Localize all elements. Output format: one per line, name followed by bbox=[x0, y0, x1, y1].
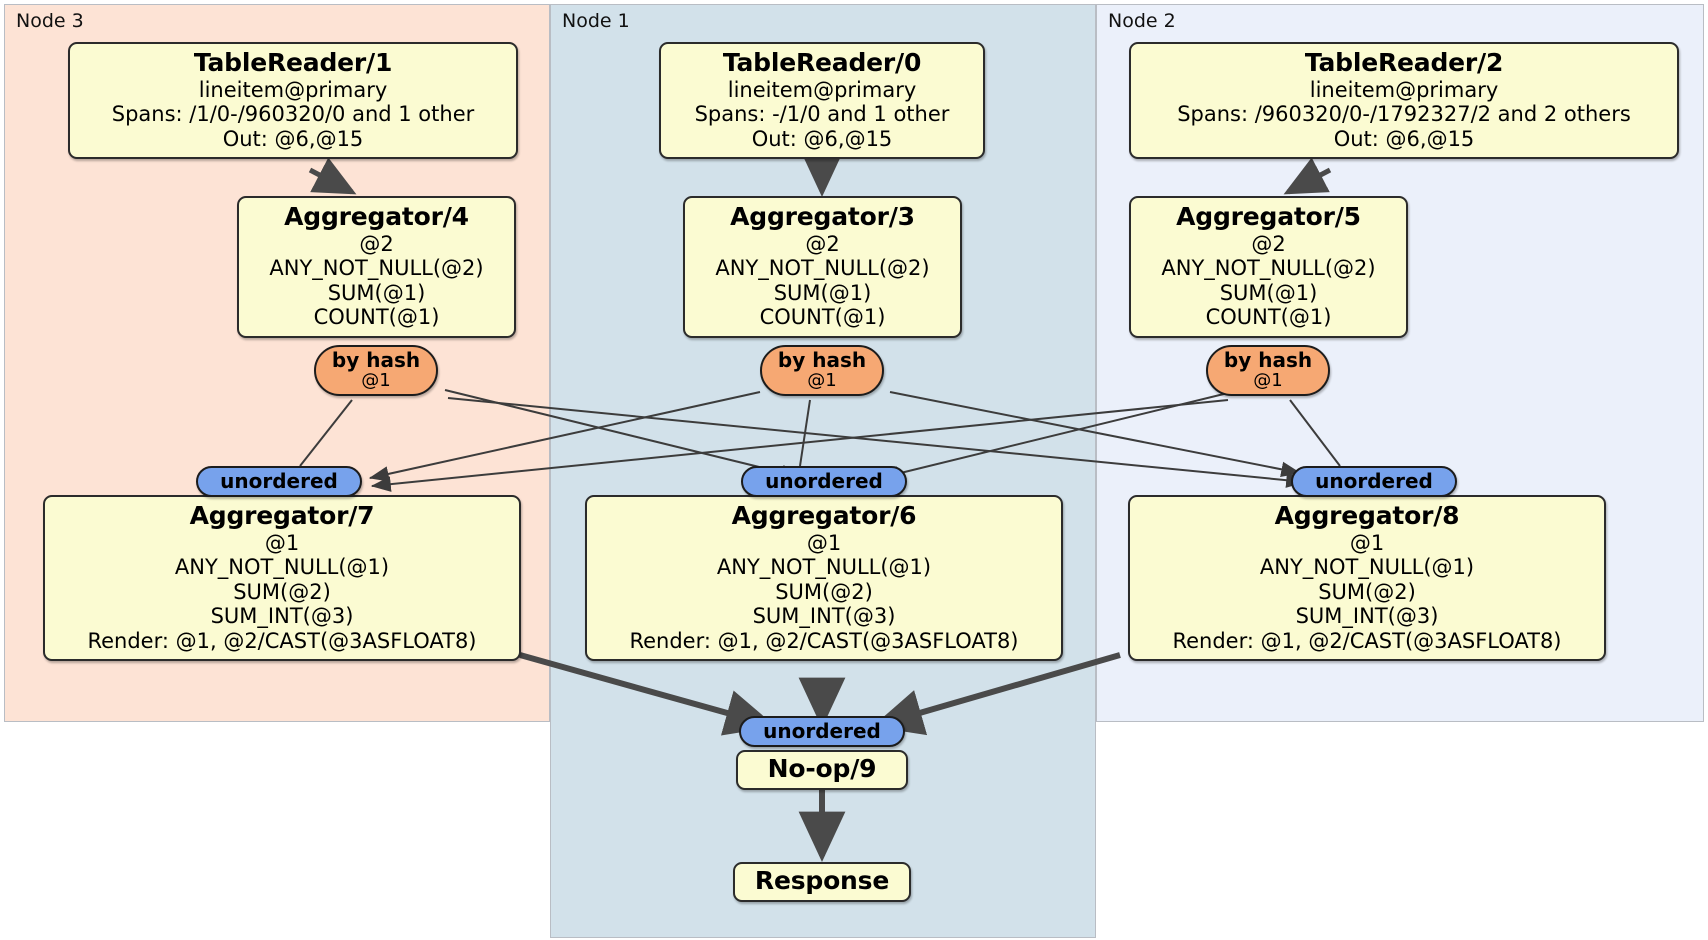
synchronizer-unordered-right[interactable]: unordered bbox=[1291, 466, 1457, 498]
processor-line: @1 bbox=[1349, 530, 1385, 555]
processor-aggregator-7[interactable]: Aggregator/7 @1 ANY_NOT_NULL(@1) SUM(@2)… bbox=[43, 495, 521, 662]
processor-line: Out: @6,@15 bbox=[222, 126, 364, 151]
router-title: by hash bbox=[777, 348, 867, 372]
processor-title: No-op/9 bbox=[767, 754, 877, 783]
processor-line: Render: @1, @2/CAST(@3ASFLOAT8) bbox=[1172, 628, 1562, 653]
processor-aggregator-6[interactable]: Aggregator/6 @1 ANY_NOT_NULL(@1) SUM(@2)… bbox=[585, 495, 1063, 662]
processor-line: COUNT(@1) bbox=[313, 305, 440, 330]
processor-line: @2 bbox=[359, 231, 394, 256]
processor-line: ANY_NOT_NULL(@1) bbox=[1259, 555, 1475, 580]
processor-line: SUM_INT(@3) bbox=[210, 604, 354, 629]
processor-tablereader-2[interactable]: TableReader/2 lineitem@primary Spans: /9… bbox=[1129, 42, 1679, 160]
processor-line: Render: @1, @2/CAST(@3ASFLOAT8) bbox=[629, 628, 1019, 653]
processor-title: Aggregator/8 bbox=[1274, 501, 1460, 530]
synchronizer-title: unordered bbox=[1315, 469, 1433, 493]
processor-line: lineitem@primary bbox=[198, 77, 388, 102]
processor-line: SUM(@2) bbox=[775, 579, 873, 604]
processor-line: lineitem@primary bbox=[727, 77, 917, 102]
processor-tablereader-1[interactable]: TableReader/1 lineitem@primary Spans: /1… bbox=[68, 42, 518, 160]
processor-title: TableReader/1 bbox=[193, 48, 393, 77]
node-label-node2: Node 2 bbox=[1108, 10, 1176, 32]
processor-noop-9[interactable]: No-op/9 bbox=[736, 750, 908, 790]
processor-line: Spans: /960320/0-/1792327/2 and 2 others bbox=[1177, 102, 1631, 127]
processor-line: COUNT(@1) bbox=[1205, 305, 1332, 330]
synchronizer-unordered-final[interactable]: unordered bbox=[739, 716, 905, 748]
processor-line: Spans: /1/0-/960320/0 and 1 other bbox=[111, 102, 475, 127]
processor-line: SUM(@1) bbox=[1219, 280, 1318, 305]
processor-line: SUM_INT(@3) bbox=[1295, 604, 1439, 629]
processor-aggregator-3[interactable]: Aggregator/3 @2 ANY_NOT_NULL(@2) SUM(@1)… bbox=[683, 196, 962, 338]
processor-title: Aggregator/7 bbox=[189, 501, 375, 530]
router-by-hash-center[interactable]: by hash @1 bbox=[760, 345, 884, 397]
synchronizer-title: unordered bbox=[220, 469, 338, 493]
processor-line: SUM(@2) bbox=[233, 579, 331, 604]
processor-tablereader-0[interactable]: TableReader/0 lineitem@primary Spans: -/… bbox=[659, 42, 985, 160]
router-title: by hash bbox=[1223, 348, 1313, 372]
processor-line: SUM(@1) bbox=[327, 280, 426, 305]
processor-line: @2 bbox=[805, 231, 840, 256]
processor-line: Spans: -/1/0 and 1 other bbox=[694, 102, 950, 127]
router-subtitle: @1 bbox=[361, 370, 391, 392]
processor-line: ANY_NOT_NULL(@1) bbox=[174, 555, 390, 580]
processor-title: TableReader/2 bbox=[1304, 48, 1504, 77]
synchronizer-title: unordered bbox=[765, 469, 883, 493]
processor-line: SUM_INT(@3) bbox=[752, 604, 896, 629]
processor-line: ANY_NOT_NULL(@2) bbox=[269, 256, 484, 281]
router-by-hash-left[interactable]: by hash @1 bbox=[314, 345, 438, 397]
synchronizer-unordered-left[interactable]: unordered bbox=[196, 466, 362, 498]
processor-aggregator-5[interactable]: Aggregator/5 @2 ANY_NOT_NULL(@2) SUM(@1)… bbox=[1129, 196, 1408, 338]
processor-aggregator-4[interactable]: Aggregator/4 @2 ANY_NOT_NULL(@2) SUM(@1)… bbox=[237, 196, 516, 338]
processor-title: Aggregator/6 bbox=[731, 501, 917, 530]
processor-title: Response bbox=[754, 866, 890, 895]
processor-line: SUM(@2) bbox=[1318, 579, 1416, 604]
processor-line: Out: @6,@15 bbox=[1333, 126, 1475, 151]
router-title: by hash bbox=[331, 348, 421, 372]
processor-line: SUM(@1) bbox=[773, 280, 872, 305]
processor-line: ANY_NOT_NULL(@2) bbox=[1161, 256, 1376, 281]
node-label-node1: Node 1 bbox=[562, 10, 630, 32]
processor-line: @2 bbox=[1251, 231, 1286, 256]
processor-line: ANY_NOT_NULL(@2) bbox=[715, 256, 930, 281]
processor-line: Render: @1, @2/CAST(@3ASFLOAT8) bbox=[87, 628, 477, 653]
processor-line: Out: @6,@15 bbox=[751, 126, 893, 151]
processor-title: TableReader/0 bbox=[722, 48, 922, 77]
processor-title: Aggregator/4 bbox=[284, 202, 469, 231]
node-label-node3: Node 3 bbox=[16, 10, 84, 32]
router-by-hash-right[interactable]: by hash @1 bbox=[1206, 345, 1330, 397]
processor-line: COUNT(@1) bbox=[759, 305, 886, 330]
processor-title: Aggregator/3 bbox=[730, 202, 915, 231]
processor-response[interactable]: Response bbox=[733, 862, 911, 902]
processor-line: @1 bbox=[264, 530, 300, 555]
processor-title: Aggregator/5 bbox=[1176, 202, 1361, 231]
router-subtitle: @1 bbox=[1253, 370, 1283, 392]
synchronizer-unordered-center[interactable]: unordered bbox=[741, 466, 907, 498]
synchronizer-title: unordered bbox=[763, 719, 881, 743]
processor-line: @1 bbox=[806, 530, 842, 555]
router-subtitle: @1 bbox=[807, 370, 837, 392]
processor-line: ANY_NOT_NULL(@1) bbox=[716, 555, 932, 580]
processor-aggregator-8[interactable]: Aggregator/8 @1 ANY_NOT_NULL(@1) SUM(@2)… bbox=[1128, 495, 1606, 662]
processor-line: lineitem@primary bbox=[1309, 77, 1499, 102]
